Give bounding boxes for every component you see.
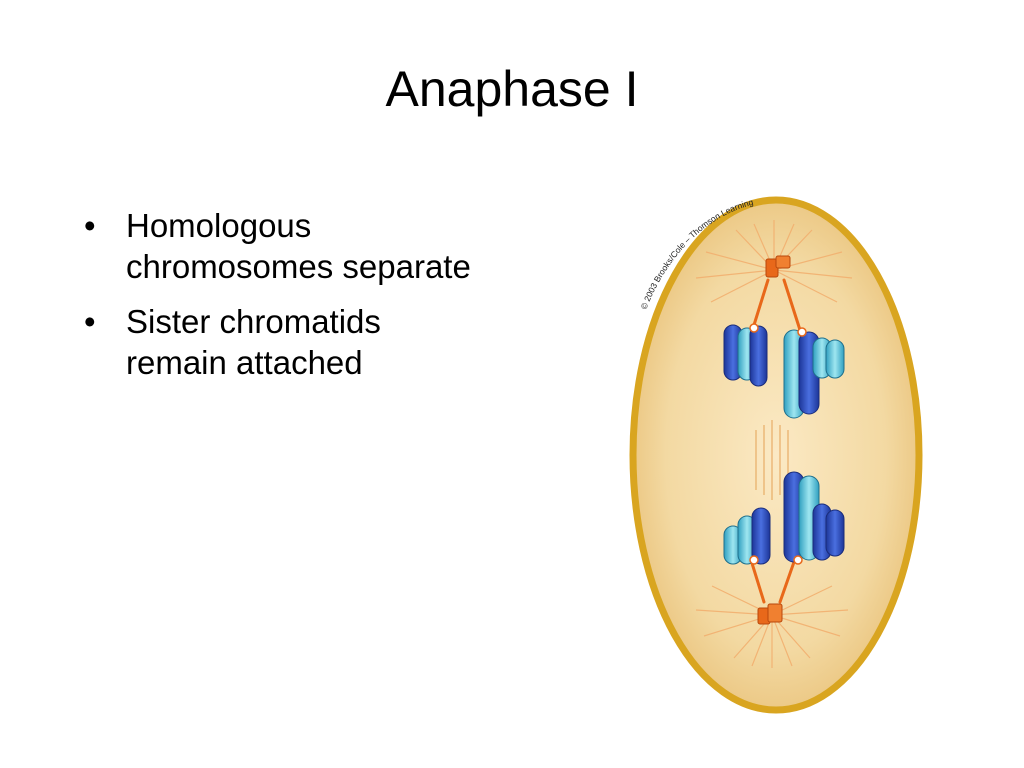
chromosome-top-left (723, 323, 768, 387)
cell-membrane (629, 196, 923, 714)
chromosome-bottom-left (723, 507, 771, 565)
bottom-kinetochore-fibers (749, 558, 796, 604)
bullet-icon: • (84, 302, 96, 340)
bullet-text: Homologous chromosomes separate (126, 207, 471, 285)
top-kinetochore-fibers (752, 278, 802, 332)
chromosome-top-right (783, 327, 845, 419)
chromosome-bottom-right (783, 471, 845, 565)
spindle-fibers (755, 420, 789, 500)
slide-title: Anaphase I (385, 61, 639, 117)
bullet-item: • Homologous chromosomes separate (82, 206, 482, 288)
cell-diagram: © 2003 Brooks/Cole – Thomson Learning (629, 196, 923, 714)
top-centrosome (765, 255, 791, 278)
bullet-list: • Homologous chromosomes separate • Sist… (82, 206, 482, 398)
bottom-centrosome (757, 603, 783, 625)
bullet-icon: • (84, 207, 96, 244)
bullet-text: Sister chromatids remain attached (126, 302, 381, 381)
bullet-item: • Sister chromatids remain attached (82, 302, 482, 384)
anaphase-cell-illustration: © 2003 Brooks/Cole – Thomson Learning (596, 190, 956, 720)
